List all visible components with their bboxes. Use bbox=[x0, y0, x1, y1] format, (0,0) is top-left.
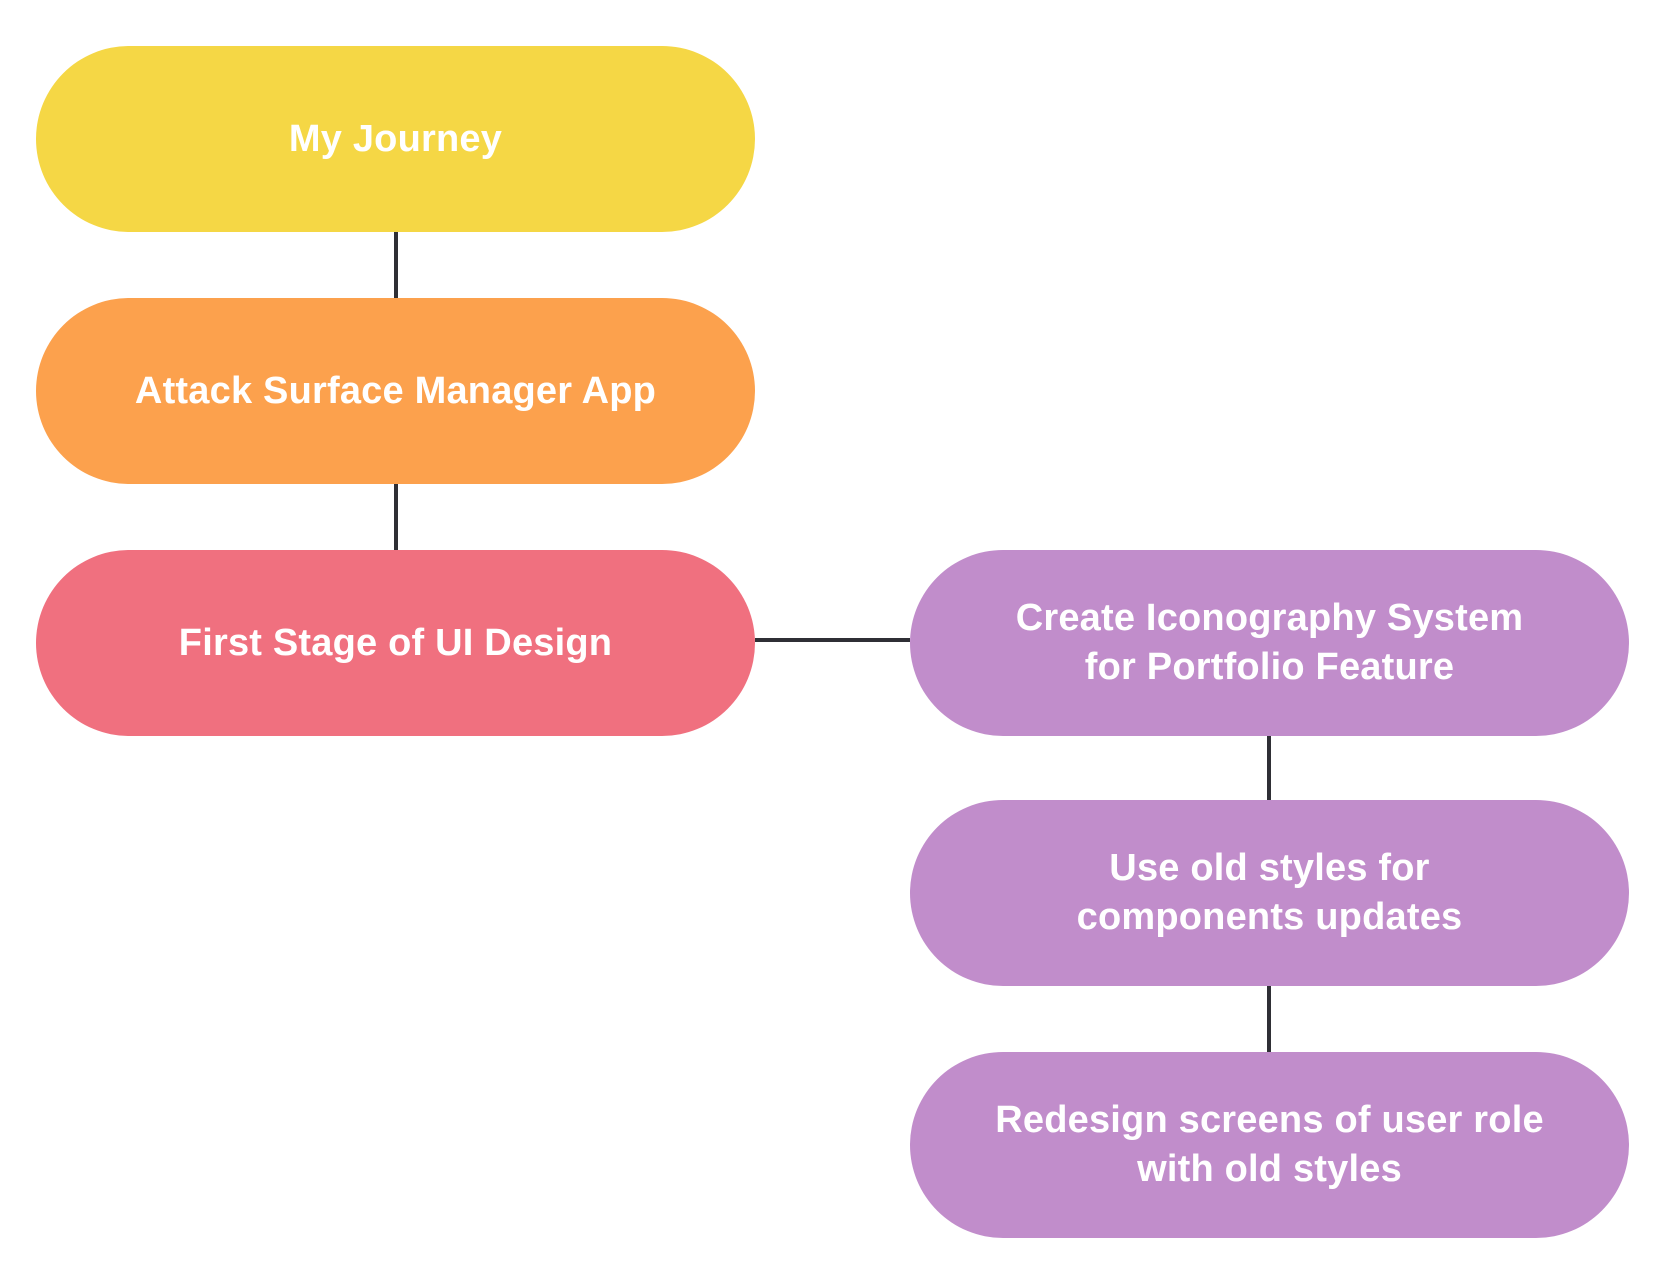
connector-task-2-to-task-3 bbox=[1267, 984, 1271, 1052]
node-label: Use old styles for components updates bbox=[1076, 847, 1463, 938]
node-my-journey[interactable]: My Journey bbox=[36, 46, 755, 232]
node-create-iconography-system[interactable]: Create Iconography System for Portfolio … bbox=[910, 550, 1629, 736]
node-label: Attack Surface Manager App bbox=[134, 369, 657, 412]
node-use-old-styles[interactable]: Use old styles for components updates bbox=[910, 800, 1629, 986]
node-attack-surface-manager-app[interactable]: Attack Surface Manager App bbox=[36, 298, 755, 484]
node-first-stage-ui-design[interactable]: First Stage of UI Design bbox=[36, 550, 755, 736]
node-redesign-screens-user-role[interactable]: Redesign screens of user role with old s… bbox=[910, 1052, 1629, 1238]
node-label: My Journey bbox=[288, 117, 503, 160]
connector-task-1-to-task-2 bbox=[1267, 732, 1271, 800]
connector-root-to-app bbox=[394, 230, 398, 298]
node-label: Create Iconography System for Portfolio … bbox=[1015, 597, 1524, 688]
node-label: First Stage of UI Design bbox=[178, 621, 613, 664]
connector-stage-to-task-1 bbox=[755, 638, 910, 642]
connector-app-to-stage bbox=[394, 482, 398, 550]
node-label: Redesign screens of user role with old s… bbox=[995, 1099, 1544, 1190]
